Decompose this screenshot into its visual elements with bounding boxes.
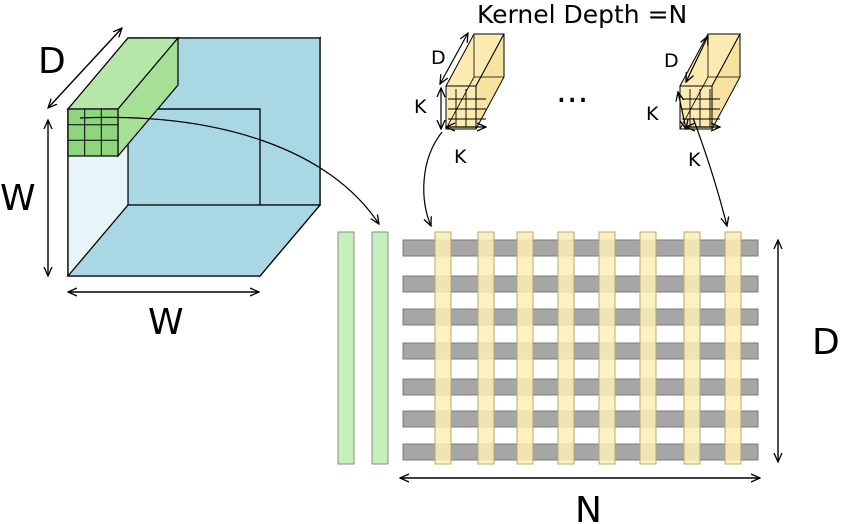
green-kernel-front [67, 108, 119, 157]
patch-column-2 [371, 231, 389, 465]
kernels-ellipsis: ... [556, 71, 588, 111]
kernel-n-depth-arrow [686, 36, 708, 82]
matrix-height-label: D [812, 322, 840, 363]
filter-stripe [434, 231, 452, 465]
kernel-n-height-label: K [646, 103, 659, 125]
kernel-n: D K K [646, 33, 741, 171]
kernel-n-depth-label: D [664, 50, 679, 72]
kernel-1-width-label: K [454, 146, 467, 168]
filter-stripe [557, 231, 575, 465]
matrix-width-label: N [575, 490, 602, 524]
kernel-1-height-label: K [414, 96, 427, 118]
filter-stripe [683, 231, 701, 465]
kernel-1-to-matrix-arrow [423, 131, 443, 226]
cube-height-label: W [0, 178, 36, 219]
input-cube: D W W [0, 28, 322, 343]
filter-stripe [724, 231, 742, 465]
filter-stripe [516, 231, 534, 465]
cube-depth-arrow [48, 28, 122, 108]
matrix-row [402, 275, 759, 293]
matrix-row [402, 308, 759, 326]
matrix-row [402, 342, 759, 360]
matrix-row [402, 443, 759, 461]
kernel-1-grid [448, 89, 486, 127]
matrix-rows [402, 239, 759, 461]
patch-column-1 [337, 231, 355, 465]
matrix-row [402, 410, 759, 428]
kernel-n-to-matrix-arrow [692, 117, 727, 226]
kernel-depth-title: Kernel Depth =N [477, 0, 687, 29]
matrix-row [402, 239, 759, 257]
cube-width-label: W [148, 302, 184, 343]
kernel-1-depth-arrow [440, 33, 468, 84]
cube-bottom-face [66, 204, 322, 277]
kernel-1-depth-label: D [431, 47, 446, 69]
filter-stripe [639, 231, 657, 465]
filter-stripe [598, 231, 616, 465]
cube-to-columns-arrow [79, 116, 379, 224]
filter-stripes [434, 231, 742, 465]
cube-depth-label: D [38, 41, 66, 82]
filter-stripe [477, 231, 495, 465]
kernel-1: D K K [414, 33, 505, 168]
matrix-row [402, 378, 759, 396]
kernel-n-height-arrow [678, 92, 686, 129]
kernel-n-width-label: K [688, 149, 701, 171]
